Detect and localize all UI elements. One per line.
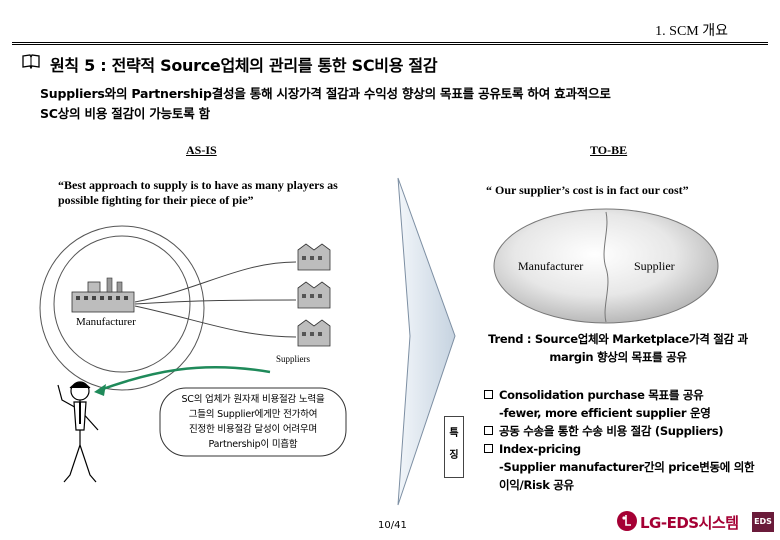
intro-line-1: Suppliers와의 Partnership결성을 통해 시장가격 절감과 수… xyxy=(40,86,611,101)
as-is-label: AS-IS xyxy=(186,143,217,157)
feature-label-box: 특 징 xyxy=(444,416,464,478)
lg-logo-icon xyxy=(617,511,637,531)
page-title: 원칙 5 : 전략적 Source업체의 관리를 통한 SC비용 절감 xyxy=(50,56,438,75)
feature-list: Consolidation purchase 목표를 공유 -fewer, mo… xyxy=(484,386,774,494)
intro-line-2: SC상의 비용 절감이 가능토록 함 xyxy=(40,106,210,121)
as-is-quote-line-2: possible fighting for their piece of pie… xyxy=(58,193,254,207)
feature-label-bottom: 징 xyxy=(449,450,459,461)
as-is-note: SC의 업체가 원자재 비용절감 노력을 그들의 Supplier에게만 전가하… xyxy=(164,392,342,452)
as-is-outer-circle xyxy=(39,225,205,391)
feature-label-top: 특 xyxy=(449,428,459,439)
person-figure xyxy=(57,381,99,483)
header-rule xyxy=(12,42,768,43)
transition-arrow xyxy=(397,177,456,506)
to-be-label: TO-BE xyxy=(590,143,628,157)
sphere-divider xyxy=(603,211,609,323)
supplier-factory-1 xyxy=(297,243,331,271)
as-is-inner-circle xyxy=(53,235,191,373)
note-line-3: 진정한 비용절감 달성이 어려우며 xyxy=(188,424,318,435)
page-number: 10/41 xyxy=(378,520,407,531)
intro-text: Suppliers와의 Partnership결성을 통해 시장가격 절감과 수… xyxy=(40,84,611,124)
suppliers-label: Suppliers xyxy=(276,354,311,364)
trend-text: Trend : Source업체와 Marketplace가격 절감 과 mar… xyxy=(478,330,758,366)
feature-item-2: 공동 수송을 통한 수송 비용 절감 (Suppliers) xyxy=(484,422,774,440)
checkbox-icon xyxy=(484,444,493,453)
feature-item-1: Consolidation purchase 목표를 공유 xyxy=(484,386,774,404)
feature-item-1-main: Consolidation purchase 목표를 공유 xyxy=(499,388,704,402)
feature-item-3: Index-pricing xyxy=(484,440,774,458)
feature-item-1-sub: -fewer, more efficient supplier 운영 xyxy=(499,406,711,420)
note-line-4: Partnership이 미흡함 xyxy=(208,439,298,450)
checkbox-icon xyxy=(484,426,493,435)
trend-line-2: margin 향상의 목표를 공유 xyxy=(549,350,687,364)
to-be-supplier-label: Supplier xyxy=(634,259,675,273)
feature-item-3-main: Index-pricing xyxy=(499,442,581,456)
feature-extra-line: 이익/Risk 공유 xyxy=(499,478,574,492)
supplier-connectors xyxy=(134,261,297,338)
header-rule-secondary xyxy=(12,44,768,45)
eds-badge: EDS xyxy=(752,512,774,532)
note-line-2: 그들의 Supplier에게만 전가하여 xyxy=(188,409,318,420)
feedback-arrow xyxy=(99,365,271,392)
note-box xyxy=(159,387,347,457)
as-is-manufacturer-label: Manufacturer xyxy=(76,316,136,328)
to-be-manufacturer-label: Manufacturer xyxy=(518,259,584,273)
supplier-factory-2 xyxy=(297,281,331,309)
section-header: 1. SCM 개요 xyxy=(655,24,728,39)
trend-line-1: Trend : Source업체와 Marketplace가격 절감 과 xyxy=(488,332,748,346)
as-is-quote: “Best approach to supply is to have as m… xyxy=(58,178,388,208)
feedback-arrow-head xyxy=(94,384,106,396)
note-line-1: SC의 업체가 원자재 비용절감 노력을 xyxy=(181,394,325,405)
as-is-quote-line-1: “Best approach to supply is to have as m… xyxy=(58,178,338,192)
checkbox-icon xyxy=(484,390,493,399)
to-be-sphere xyxy=(493,208,719,324)
factory-icon xyxy=(71,277,135,313)
to-be-quote: “ Our supplier’s cost is in fact our cos… xyxy=(486,183,689,197)
company-logo-text: LG-EDS시스템 xyxy=(640,514,739,532)
supplier-factory-3 xyxy=(297,319,331,347)
feature-item-2-main: 공동 수송을 통한 수송 비용 절감 (Suppliers) xyxy=(499,424,724,438)
book-icon xyxy=(22,54,40,69)
feature-item-3-sub: -Supplier manufacturer간의 price변동에 의한 xyxy=(499,460,755,474)
